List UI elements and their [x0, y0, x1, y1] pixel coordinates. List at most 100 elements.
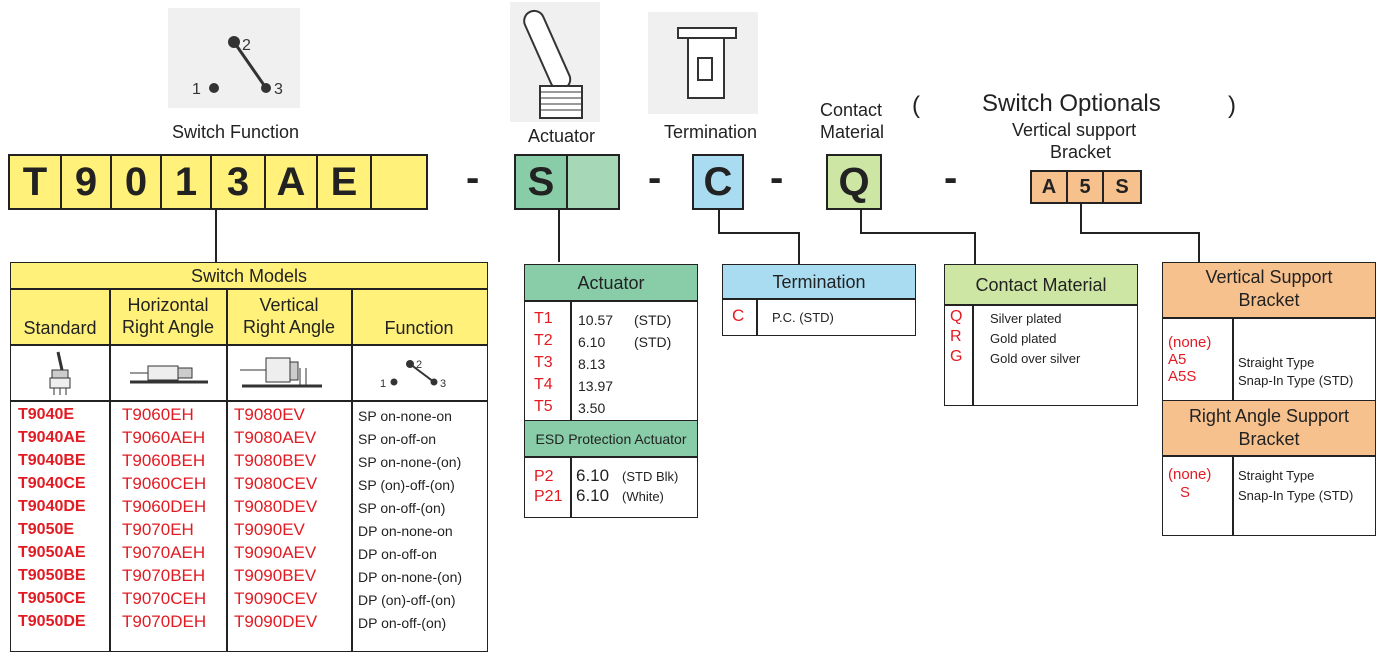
- actuator-code: T3: [534, 354, 553, 371]
- esd-code: P21: [534, 488, 563, 505]
- model-vertical: T9080BEV: [234, 451, 317, 470]
- bracket-char-2: 5: [1066, 170, 1104, 204]
- model-horizontal: T9070DEH: [122, 612, 207, 631]
- vertical-bracket-code: A5: [1168, 351, 1187, 368]
- model-horizontal: T9060BEH: [122, 451, 206, 470]
- model-vertical: T9080AEV: [234, 428, 317, 447]
- esd-length: 6.10: [576, 486, 610, 505]
- optionals-open-paren: (: [912, 92, 920, 119]
- switch-function-label: Switch Function: [172, 122, 300, 142]
- connector-termination-h: [718, 232, 800, 234]
- model-function: DP on-none-on: [358, 523, 453, 539]
- termination-code: C: [732, 306, 745, 325]
- switch-function-icon: 2 1 3: [192, 36, 283, 98]
- termination-code-box: C: [692, 154, 744, 210]
- model-horizontal: T9070BEH: [122, 566, 206, 585]
- vertical-bracket-code: (none): [1168, 334, 1212, 351]
- model-vertical: T9090EV: [234, 520, 305, 539]
- esd-note: (STD Blk): [622, 469, 679, 484]
- vertical-right-angle-icon: [240, 357, 322, 388]
- contact-desc: Gold plated: [990, 331, 1057, 346]
- contact-label-line2: Material: [820, 122, 885, 142]
- actuator-length: 3.50: [578, 400, 606, 416]
- model-horizontal: T9060EH: [122, 405, 194, 424]
- actuator-length: 10.57: [578, 312, 614, 328]
- col-function: Function: [384, 317, 454, 338]
- model-function: DP on-off-(on): [358, 615, 447, 631]
- connector-models: [215, 210, 217, 262]
- switch-models-title: Switch Models: [11, 263, 487, 289]
- actuator-note: (STD): [634, 312, 672, 328]
- actuator-length: 6.10: [578, 334, 606, 350]
- termination-label: Termination: [664, 122, 758, 142]
- connector-contact-v2: [974, 232, 976, 266]
- contact-desc: Gold over silver: [990, 351, 1081, 366]
- bracket-char-3: S: [1102, 170, 1142, 204]
- vsb-label-line2: Bracket: [1050, 142, 1112, 162]
- actuator-code: T2: [534, 332, 553, 349]
- model-standard: T9040CE: [18, 475, 86, 492]
- actuator-length: 13.97: [578, 378, 614, 394]
- model-function: DP (on)-off-(on): [358, 592, 456, 608]
- horizontal-right-angle-icon: [130, 365, 208, 384]
- contact-code-box: Q: [826, 154, 882, 210]
- model-vertical: T9090DEV: [234, 612, 318, 631]
- actuator-code-box: S: [514, 154, 568, 210]
- model-standard: T9050AE: [18, 544, 86, 561]
- col-vertical-line1: Vertical: [259, 294, 319, 315]
- function-pin-1: 1: [380, 378, 386, 390]
- connector-termination-v2: [798, 232, 800, 264]
- right-angle-bracket-title-1: Right Angle Support: [1188, 405, 1350, 426]
- model-char-4: 1: [160, 154, 212, 210]
- model-function: SP on-off-(on): [358, 500, 446, 516]
- model-horizontal: T9060DEH: [122, 497, 207, 516]
- esd-code: P2: [534, 468, 554, 485]
- right-angle-bracket-code: S: [1180, 484, 1191, 501]
- connector-contact-h: [860, 232, 976, 234]
- model-horizontal: T9060CEH: [122, 474, 207, 493]
- actuator-code: T4: [534, 376, 553, 393]
- connector-termination-v1: [718, 210, 720, 234]
- pin-2-label: 2: [242, 37, 251, 54]
- actuator-length: 8.13: [578, 356, 606, 372]
- model-function: SP on-off-on: [358, 431, 437, 447]
- col-horizontal-line1: Horizontal: [127, 294, 209, 315]
- model-standard: T9040AE: [18, 429, 86, 446]
- vertical-bracket-desc: Snap-In Type (STD): [1238, 373, 1354, 388]
- contact-code: R: [950, 328, 962, 345]
- model-standard: T9040BE: [18, 452, 86, 469]
- model-standard: T9040E: [18, 406, 75, 423]
- standard-toggle-icon: [49, 351, 71, 395]
- contact-code: Q: [950, 308, 963, 325]
- contact-desc: Silver plated: [990, 311, 1062, 326]
- vertical-bracket-code: A5S: [1168, 368, 1197, 385]
- separator-dash-4: -: [944, 156, 958, 200]
- switch-optionals-label: Switch Optionals: [982, 90, 1161, 117]
- model-vertical: T9090BEV: [234, 566, 317, 585]
- model-standard: T9040DE: [18, 498, 86, 515]
- termination-title: Termination: [723, 265, 915, 299]
- actuator-code: T5: [534, 398, 553, 415]
- model-standard: T9050DE: [18, 613, 86, 630]
- optionals-close-paren: ): [1228, 92, 1236, 119]
- connector-bracket-v1: [1080, 204, 1082, 234]
- actuator-title: Actuator: [525, 265, 697, 301]
- model-horizontal: T9060AEH: [122, 428, 206, 447]
- model-char-7: E: [316, 154, 372, 210]
- actuator-label: Actuator: [528, 126, 596, 146]
- right-angle-bracket-desc: Snap-In Type (STD): [1238, 488, 1354, 503]
- model-horizontal: T9070CEH: [122, 589, 207, 608]
- function-pin-2: 2: [416, 359, 422, 371]
- model-char-6: A: [264, 154, 318, 210]
- model-standard: T9050E: [18, 521, 75, 538]
- right-angle-bracket-header: [1163, 401, 1375, 455]
- model-vertical: T9080CEV: [234, 474, 318, 493]
- vertical-bracket-desc: Straight Type: [1238, 355, 1315, 370]
- pin-3-label: 3: [274, 81, 283, 98]
- actuator-table: [524, 264, 698, 518]
- connector-contact-v1: [860, 210, 862, 234]
- contact-label-line1: Contact: [820, 100, 883, 120]
- vsb-label-line1: Vertical support: [1012, 120, 1137, 140]
- actuator-image: [510, 2, 600, 122]
